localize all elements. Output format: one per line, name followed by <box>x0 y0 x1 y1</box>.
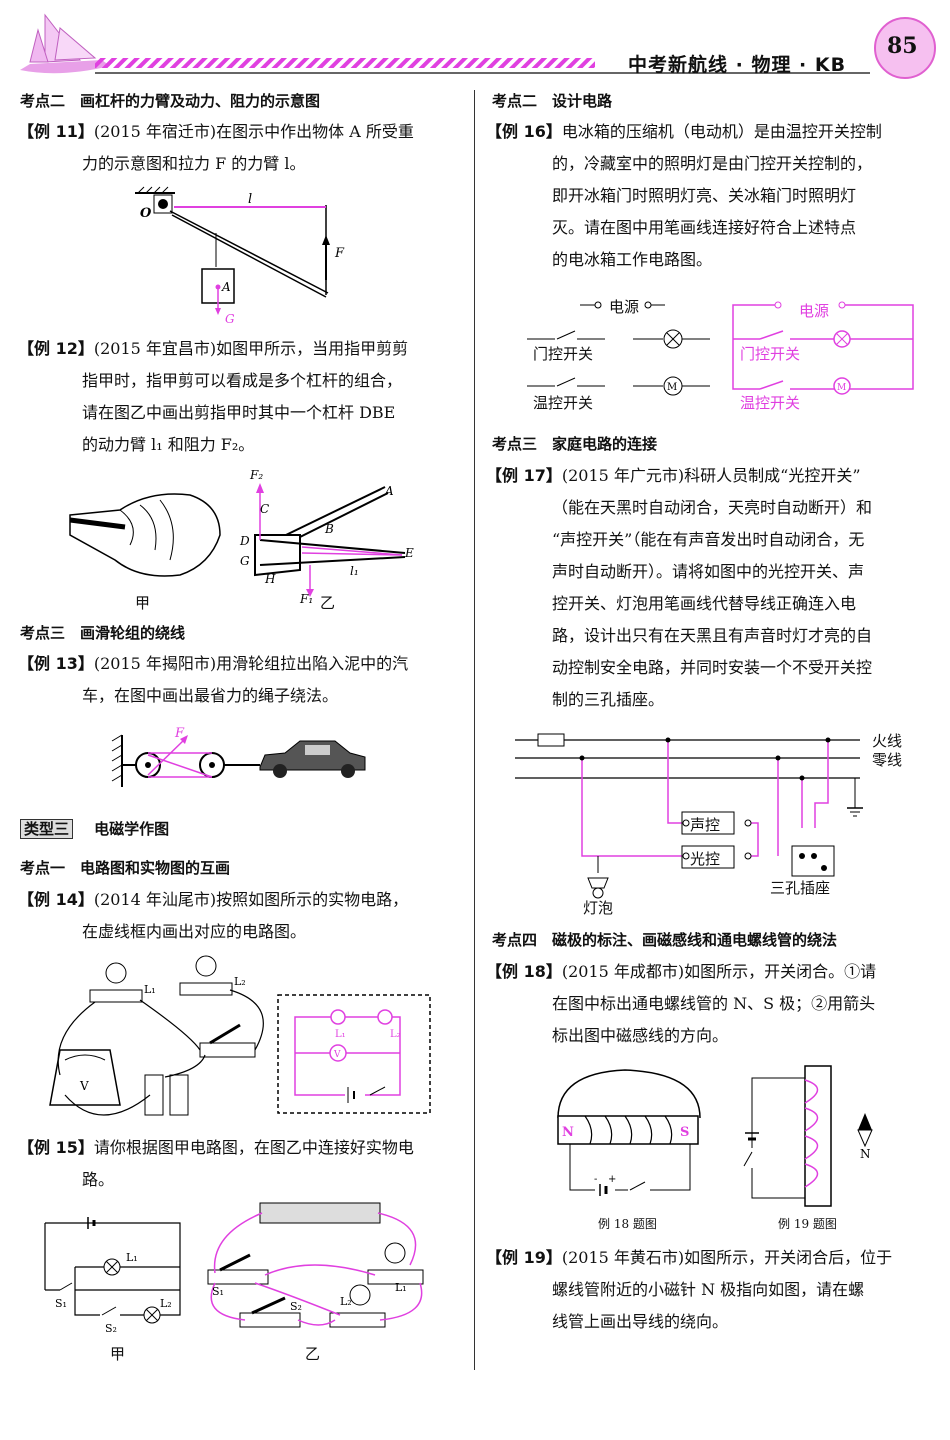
page-number: 85 <box>887 33 918 59</box>
svg-text:O: O <box>140 206 152 221</box>
svg-text:S₂: S₂ <box>105 1322 117 1335</box>
svg-text:V: V <box>79 1079 89 1093</box>
section-heading: 考点四 磁极的标注、画磁感线和通电螺线管的绕法 <box>492 931 838 949</box>
door-switch-label-answer: 门控开关 <box>740 345 801 363</box>
pulley-car-figure: F <box>111 726 366 787</box>
section-heading: 考点一 电路图和实物图的互画 <box>20 859 231 877</box>
svg-text:l: l <box>248 192 252 207</box>
svg-text:S: S <box>680 1125 689 1140</box>
nail-clipper-figure: F₂ C D G H B A E l₁ F₁ <box>69 468 414 606</box>
svg-text:F: F <box>334 246 345 261</box>
house-circuit-figure <box>515 733 863 899</box>
header-banner <box>20 13 936 79</box>
circuit-figure-14: L₁ L₂ V V L₁ L₂ <box>49 955 431 1116</box>
svg-text:G: G <box>225 312 235 326</box>
temp-switch-label: 温控开关 <box>533 394 594 412</box>
svg-text:F₁: F₁ <box>299 592 313 606</box>
svg-text:S₂: S₂ <box>290 1300 302 1313</box>
neutral-wire-label: 零线 <box>872 751 903 769</box>
svg-text:H: H <box>264 572 276 586</box>
section-heading: 考点二 画杠杆的力臂及动力、阻力的示意图 <box>20 92 321 110</box>
example-17: 【例 17】(2015 年广元市)科研人员制成“光控开关” （能在天黑时自动闭合… <box>486 466 873 709</box>
svg-text:L₁: L₁ <box>144 983 156 996</box>
light-control-label: 光控 <box>690 850 721 868</box>
temp-switch-label-answer: 温控开关 <box>740 394 801 412</box>
section-heading: 考点三 家庭电路的连接 <box>492 435 658 453</box>
svg-text:M: M <box>837 383 846 393</box>
live-wire-label: 火线 <box>872 732 903 750</box>
svg-text:D: D <box>239 534 250 548</box>
svg-text:L₂: L₂ <box>234 975 246 988</box>
svg-text:A: A <box>221 280 231 294</box>
example-14: 【例 14】(2014 年汕尾市)按照如图所示的实物电路， 在虚线框内画出对应的… <box>18 890 409 941</box>
figure-caption: 甲 <box>110 1345 126 1363</box>
example-13: 【例 13】(2015 年揭阳市)用滑轮组拉出陷入泥中的汽 车，在图中画出最省力… <box>18 654 409 705</box>
circuit-figure-15: L₁ L₂ S₁ S₂ S₁ S₂ L₁ L₂ <box>44 1202 424 1335</box>
svg-text:l₁: l₁ <box>350 564 359 578</box>
example-15: 【例 15】请你根据图甲电路图，在图乙中连接好实物电 路。 <box>18 1138 414 1189</box>
svg-text:E: E <box>404 546 414 560</box>
svg-text:L₁: L₁ <box>335 1029 346 1040</box>
door-switch-label: 门控开关 <box>533 345 594 363</box>
svg-text:M: M <box>667 382 677 393</box>
svg-text:A: A <box>384 484 394 498</box>
figure-caption: 乙 <box>320 594 336 612</box>
example-18: 【例 18】(2015 年成都市)如图所示，开关闭合。①请 在图中标出通电螺线管… <box>486 962 877 1045</box>
fridge-circuit-figure: M M <box>527 299 914 396</box>
sound-control-label: 声控 <box>690 816 721 834</box>
bulb-label: 灯泡 <box>583 899 614 917</box>
svg-text:S₁: S₁ <box>55 1297 67 1310</box>
running-title: 中考新航线 · 物理 · KB <box>628 54 847 76</box>
svg-text:L₂: L₂ <box>340 1295 352 1308</box>
example-12: 【例 12】(2015 年宜昌市)如图甲所示，当用指甲剪剪 指甲时，指甲剪可以看… <box>18 339 409 454</box>
svg-text:-: - <box>594 1174 597 1185</box>
type-title: 电磁学作图 <box>94 820 170 838</box>
svg-text:F₂: F₂ <box>249 468 263 482</box>
svg-text:L₁: L₁ <box>126 1251 138 1264</box>
figure-caption: 例 19 题图 <box>778 1217 837 1231</box>
figure-caption: 甲 <box>135 594 151 612</box>
solenoid-figures: N S -+ N <box>557 1065 873 1207</box>
socket-label: 三孔插座 <box>770 879 831 897</box>
example-16: 【例 16】电冰箱的压缩机（电动机）是由温控开关控制 的，冷藏室中的照明灯是由门… <box>486 122 882 269</box>
power-label-answer: 电源 <box>799 302 830 320</box>
svg-text:G: G <box>240 554 250 568</box>
svg-text:C: C <box>260 502 269 516</box>
figure-caption: 乙 <box>305 1345 321 1363</box>
example-11: 【例 11】(2015 年宿迁市)在图示中作出物体 A 所受重 力的示意图和拉力… <box>18 122 414 173</box>
power-label: 电源 <box>609 298 640 316</box>
svg-text:F: F <box>174 726 185 741</box>
svg-text:N: N <box>860 1147 871 1161</box>
svg-text:B: B <box>324 522 334 536</box>
svg-text:N: N <box>562 1125 574 1140</box>
section-heading: 考点三 画滑轮组的绕线 <box>20 624 186 642</box>
svg-text:L₁: L₁ <box>395 1281 407 1294</box>
figure-caption: 例 18 题图 <box>598 1217 657 1231</box>
section-heading: 考点二 设计电路 <box>492 92 613 110</box>
svg-text:S₁: S₁ <box>212 1285 224 1298</box>
type-heading: 类型三 电磁学作图 <box>20 818 169 839</box>
boat-logo-icon <box>20 13 110 74</box>
type-tag: 类型三 <box>20 819 74 839</box>
column-divider <box>474 90 475 1370</box>
svg-text:L₂: L₂ <box>160 1297 172 1310</box>
example-19: 【例 19】(2015 年黄石市)如图所示，开关闭合后，位于 螺线管附近的小磁针… <box>486 1248 893 1331</box>
svg-text:+: + <box>608 1174 616 1185</box>
svg-text:L₂: L₂ <box>390 1029 401 1040</box>
lever-figure: O F l A G <box>135 186 345 326</box>
svg-text:V: V <box>333 1050 341 1060</box>
